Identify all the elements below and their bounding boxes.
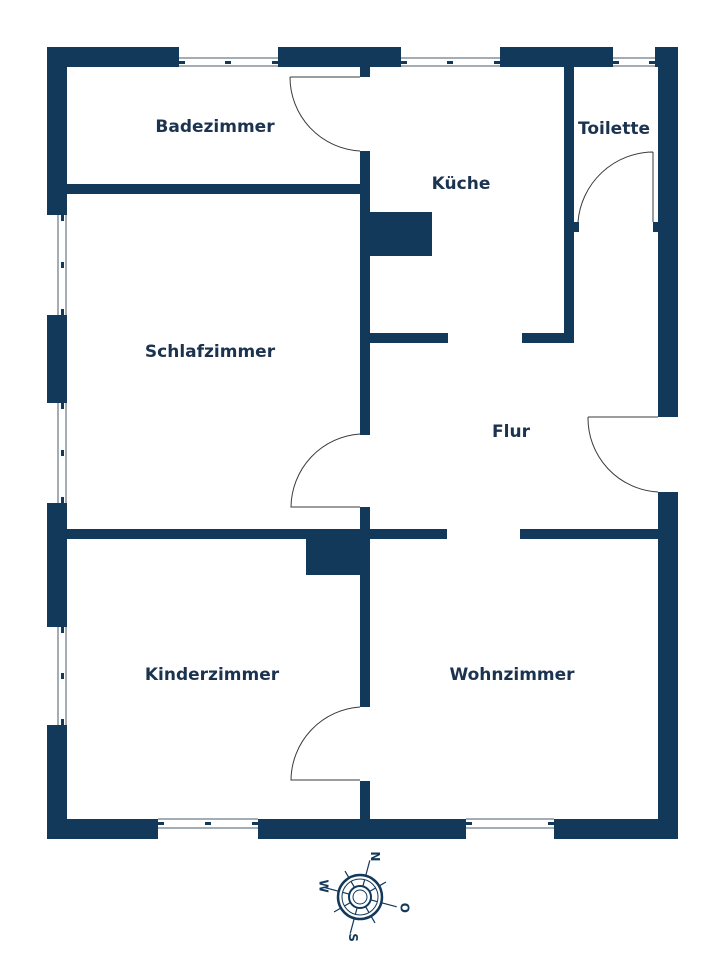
room-label-badezimmer: Badezimmer: [155, 117, 275, 137]
room-label-kinderzimmer: Kinderzimmer: [144, 665, 280, 685]
compass-west: W: [316, 880, 330, 893]
interior-walls: [67, 67, 658, 819]
room-label-flur: Flur: [492, 422, 530, 442]
room-label-schlafzimmer: Schlafzimmer: [144, 342, 276, 362]
room-label-toilette: Toilette: [578, 119, 650, 139]
compass-south: S: [346, 933, 360, 942]
windows: [57, 57, 655, 829]
room-label-wohnzimmer: Wohnzimmer: [449, 665, 575, 685]
compass: O S W N: [316, 851, 411, 941]
doors: [289, 76, 659, 781]
compass-north: N: [368, 851, 382, 861]
compass-east: O: [398, 903, 412, 913]
room-label-kueche: Küche: [431, 174, 491, 194]
outer-walls: [47, 47, 678, 839]
